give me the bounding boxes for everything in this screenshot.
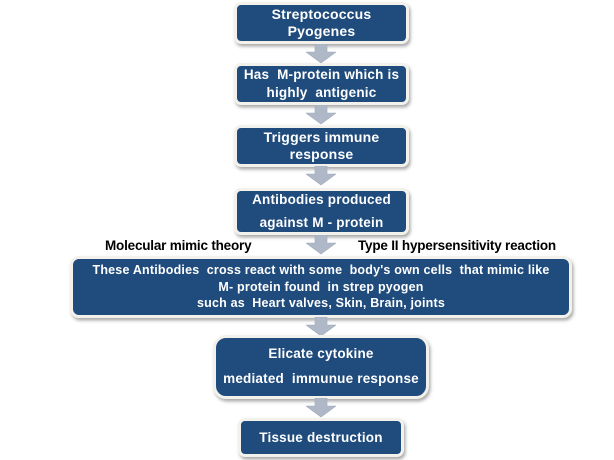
node-antibodies-cross-react: These Antibodies cross react with some b… <box>70 256 572 318</box>
node-streptococcus-pyogenes: Streptococcus Pyogenes <box>234 2 409 44</box>
down-arrow-icon <box>306 317 336 337</box>
node-text: Elicate cytokine mediated immunue respon… <box>223 346 419 386</box>
node-tissue-destruction: Tissue destruction <box>238 418 404 457</box>
node-text: These Antibodies cross react with some b… <box>92 262 550 311</box>
label-type-ii-hypersensitivity: Type II hypersensitivity reaction <box>358 238 556 253</box>
node-text: Has M-protein which is highly antigenic <box>243 67 400 100</box>
label-molecular-mimic-theory: Molecular mimic theory <box>105 238 252 253</box>
down-arrow-icon <box>306 44 336 64</box>
node-antibodies-produced: Antibodies produced against M - protein <box>234 188 409 235</box>
node-text: Antibodies produced against M - protein <box>252 191 391 230</box>
down-arrow-icon <box>306 105 336 125</box>
down-arrow-icon <box>306 398 336 418</box>
node-text: Triggers immune response <box>263 128 380 163</box>
node-text: Tissue destruction <box>259 430 383 445</box>
node-elicate-cytokine: Elicate cytokine mediated immunue respon… <box>213 335 429 399</box>
node-text: Streptococcus Pyogenes <box>271 5 372 40</box>
down-arrow-icon <box>306 166 336 186</box>
down-arrow-icon <box>306 235 336 255</box>
node-m-protein-antigenic: Has M-protein which is highly antigenic <box>234 63 409 105</box>
node-triggers-immune-response: Triggers immune response <box>234 125 409 167</box>
